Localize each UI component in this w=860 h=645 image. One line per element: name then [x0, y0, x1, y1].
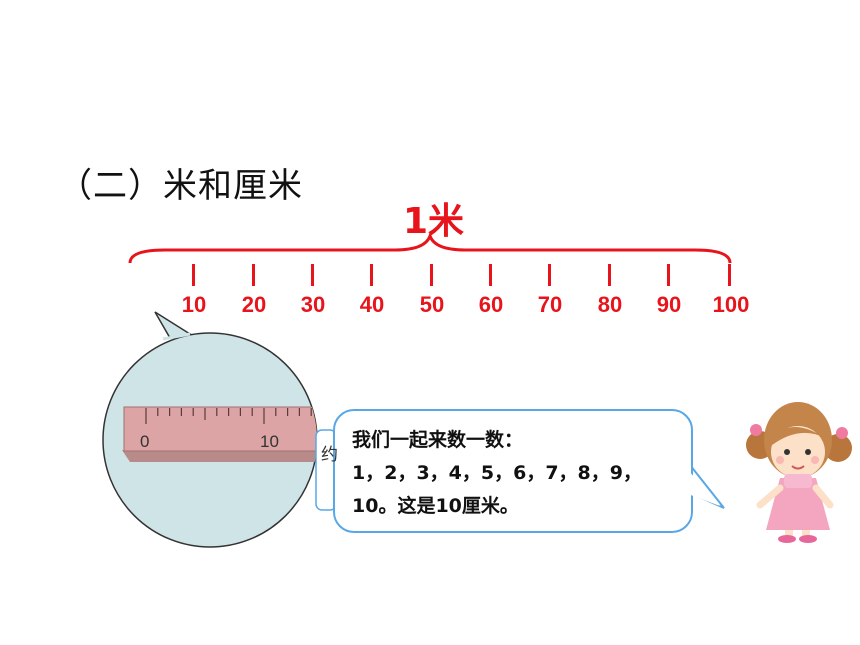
tick-mark	[728, 264, 731, 286]
tick-label: 90	[656, 292, 682, 317]
tick-label: 100	[712, 292, 750, 317]
tick-mark	[548, 264, 551, 286]
tick-label: 40	[359, 292, 385, 317]
section-title: （二）米和厘米	[58, 166, 303, 206]
meter-label: 1米	[403, 201, 465, 242]
tick-label: 80	[597, 292, 623, 317]
ruler	[122, 406, 317, 462]
tick-label: 70	[537, 292, 563, 317]
tick-mark	[192, 264, 195, 286]
tick-mark	[489, 264, 492, 286]
tick-mark	[608, 264, 611, 286]
speech-bubble-text: 我们一起来数一数： 1，2，3，4，5，6，7，8，9， 10。这是10厘米。	[352, 424, 682, 523]
tick-mark	[252, 264, 255, 286]
tick-label: 60	[478, 292, 504, 317]
tick-mark	[370, 264, 373, 286]
tick-label: 50	[419, 292, 445, 317]
speech-line: 我们一起来数一数：	[352, 429, 524, 451]
tick-label: 10	[181, 292, 207, 317]
tick-mark	[430, 264, 433, 286]
speech-line: 10。这是10厘米。	[352, 495, 519, 517]
tick-mark	[311, 264, 314, 286]
speech-line: 1，2，3，4，5，6，7，8，9，	[352, 462, 642, 484]
tick-mark	[667, 264, 670, 286]
tick-label: 20	[241, 292, 267, 317]
ruler-label: 0	[140, 432, 149, 451]
tick-label: 30	[300, 292, 326, 317]
ruler-label: 10	[260, 432, 279, 451]
svg-text:约: 约	[321, 445, 338, 465]
